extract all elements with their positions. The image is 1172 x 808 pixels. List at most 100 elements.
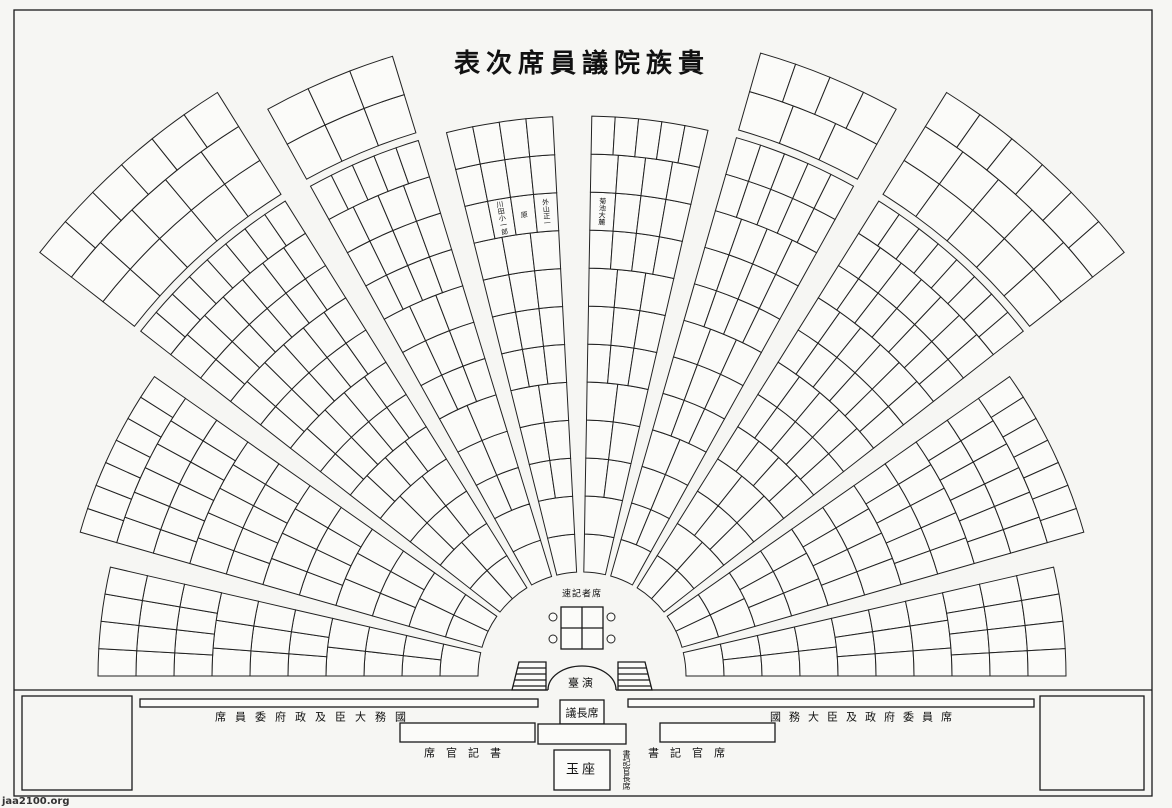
chair-icon <box>548 634 558 644</box>
throne-label: 玉座 <box>565 762 599 778</box>
ministers-bench-right <box>627 698 1035 708</box>
seat <box>947 275 993 321</box>
seat <box>1013 439 1059 479</box>
seating-sector <box>39 91 528 613</box>
seat <box>589 153 619 194</box>
seat <box>171 275 217 321</box>
seat <box>155 293 201 338</box>
seat <box>949 629 990 656</box>
seat <box>634 118 663 160</box>
seat <box>525 116 556 158</box>
seat-name: 原 <box>520 211 529 219</box>
seating-sector <box>79 375 498 648</box>
president-seat-label: 議長席 <box>565 706 599 720</box>
seat <box>309 174 349 221</box>
seat <box>950 652 991 677</box>
seat <box>615 154 647 197</box>
seat <box>608 421 641 465</box>
seat <box>542 343 568 385</box>
seat <box>188 259 234 305</box>
throne-box <box>553 749 611 791</box>
stenographers-table <box>548 606 616 650</box>
seat <box>135 650 176 677</box>
seating-sector <box>666 375 1085 648</box>
seat <box>439 643 482 677</box>
seat <box>963 293 1009 338</box>
seat-empty <box>814 76 865 130</box>
clerks-table-left <box>399 722 536 743</box>
seating-sector <box>267 55 553 586</box>
seat-empty <box>183 91 240 149</box>
seat <box>590 115 616 156</box>
seat <box>857 200 900 247</box>
seat <box>127 396 174 438</box>
seat <box>588 229 614 270</box>
clerks-label-right: 書記官席 <box>648 746 736 760</box>
seat <box>912 647 953 677</box>
corner-box-right <box>1039 695 1145 791</box>
seat <box>1024 620 1066 652</box>
seat <box>603 459 632 502</box>
seat-empty <box>1042 191 1100 249</box>
president-seat-lower <box>537 723 627 745</box>
seat <box>1016 566 1060 602</box>
seat <box>770 153 809 200</box>
chart-title: 貴族院議員席次表 <box>453 49 711 79</box>
seat <box>633 310 666 354</box>
ministers-bench-left <box>139 698 539 708</box>
seat <box>537 381 570 424</box>
seat <box>140 375 187 419</box>
seat <box>877 213 920 260</box>
seat <box>990 396 1037 438</box>
seat <box>445 126 481 171</box>
seat <box>639 272 675 317</box>
seat <box>585 381 619 423</box>
seating-sector <box>610 52 897 586</box>
seat-empty <box>956 114 1013 171</box>
seat <box>95 461 141 500</box>
page-frame <box>13 9 1153 797</box>
seat <box>253 600 297 633</box>
seat <box>498 118 531 161</box>
seat <box>583 495 624 539</box>
seat <box>612 116 640 158</box>
seat <box>364 626 408 657</box>
seat <box>249 650 290 677</box>
seat <box>402 634 445 661</box>
seat-empty <box>748 52 797 103</box>
seat-name: 菊池大麓 <box>598 196 607 226</box>
seat <box>977 375 1024 419</box>
seat <box>538 305 566 347</box>
chief-clerk-label: 書記官長席 <box>622 750 631 790</box>
seat <box>100 593 143 627</box>
seat <box>225 228 269 274</box>
podium-steps-right <box>617 661 653 691</box>
seat <box>1021 593 1064 627</box>
seat <box>325 646 366 677</box>
seat <box>682 643 725 677</box>
seat <box>546 533 578 576</box>
seat <box>211 647 252 677</box>
chair-icon <box>548 612 558 622</box>
seat <box>895 228 939 274</box>
seat <box>1002 417 1049 458</box>
seat <box>813 173 855 221</box>
seat <box>105 439 151 479</box>
seat <box>909 619 952 652</box>
corner-box-left <box>21 695 133 791</box>
seat <box>1026 648 1067 677</box>
seat <box>1023 461 1069 500</box>
seat <box>612 383 649 428</box>
ministers-label-left: 國務大臣及政府委員席 <box>215 710 415 724</box>
seat-empty <box>349 55 405 110</box>
seat-empty <box>845 91 897 145</box>
seat <box>534 268 564 310</box>
seat <box>529 154 558 195</box>
seat <box>836 653 877 677</box>
seat <box>98 620 140 652</box>
seat <box>351 155 389 201</box>
seating-sector: 菊池大麓 <box>583 115 709 576</box>
seat <box>760 650 801 677</box>
seat-empty <box>64 191 122 249</box>
seat <box>793 617 837 652</box>
